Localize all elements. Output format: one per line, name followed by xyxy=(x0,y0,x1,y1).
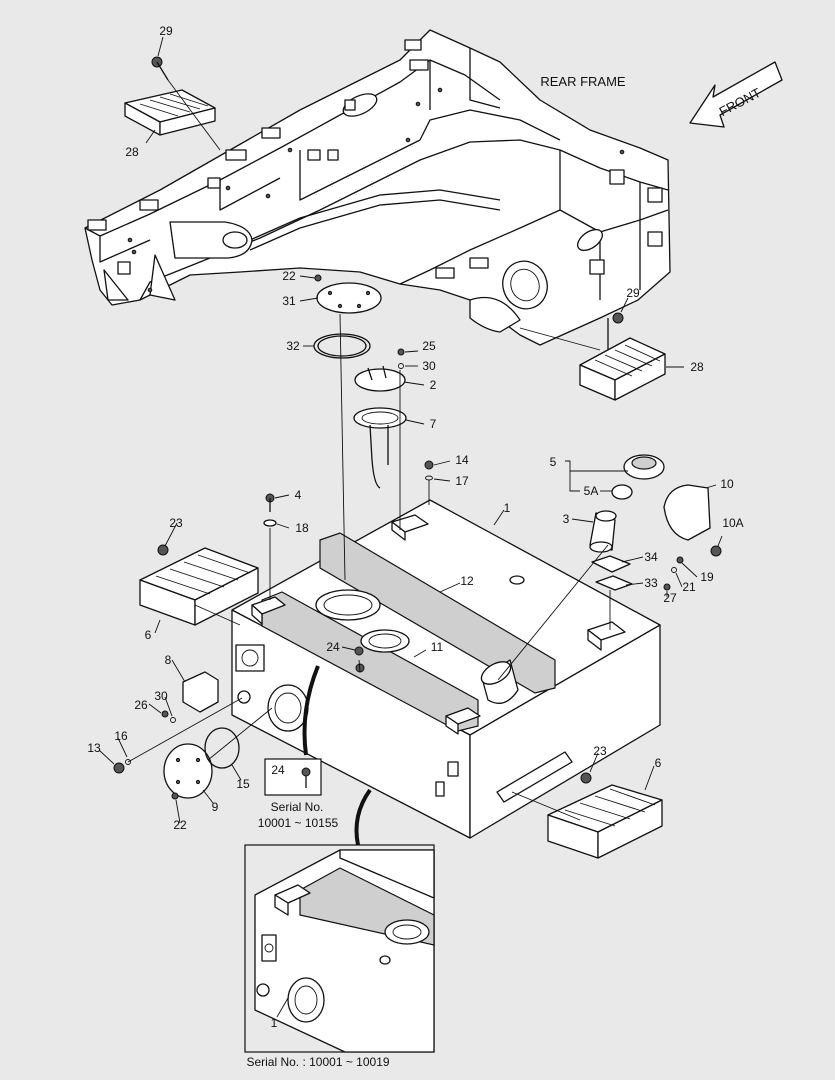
part-number-labels: 29 28 22 31 32 25 30 2 7 29 28 14 17 5 5… xyxy=(87,24,743,832)
part-label-16: 16 xyxy=(114,729,128,743)
part-label-29: 29 xyxy=(159,24,173,38)
leaders xyxy=(98,36,723,824)
part-label-29: 29 xyxy=(626,286,640,300)
part-label-5A: 5A xyxy=(584,484,599,498)
part-label-9: 9 xyxy=(212,800,219,814)
callout-part-label: 24 xyxy=(271,763,285,777)
part-label-10A: 10A xyxy=(722,516,743,530)
part-label-22: 22 xyxy=(173,818,187,832)
part-label-34: 34 xyxy=(644,550,658,564)
part-label-22: 22 xyxy=(282,269,296,283)
part-label-26: 26 xyxy=(134,698,148,712)
part-label-13: 13 xyxy=(87,741,101,755)
callout-serial-range: 10001 ~ 10155 xyxy=(258,816,339,830)
part-label-8: 8 xyxy=(165,653,172,667)
part-label-28: 28 xyxy=(690,360,704,374)
inset-detail: 1 Serial No. : 10001 ~ 10019 xyxy=(244,844,435,1069)
rear-frame xyxy=(84,29,671,346)
part-label-6: 6 xyxy=(655,756,662,770)
step-left-6 xyxy=(139,547,259,626)
fuel-tank xyxy=(231,499,661,839)
part-label-6: 6 xyxy=(145,628,152,642)
part-label-30: 30 xyxy=(422,359,436,373)
part-label-24: 24 xyxy=(326,640,340,654)
inset-part-label: 1 xyxy=(271,1016,278,1030)
part-label-19: 19 xyxy=(700,570,714,584)
part-label-32: 32 xyxy=(286,339,300,353)
part-label-21: 21 xyxy=(682,580,696,594)
small-parts xyxy=(113,56,722,800)
part-label-23: 23 xyxy=(169,516,183,530)
part-label-31: 31 xyxy=(282,294,296,308)
part-label-5: 5 xyxy=(550,455,557,469)
inset-serial-caption: Serial No. : 10001 ~ 10019 xyxy=(246,1055,389,1069)
part-label-2: 2 xyxy=(430,378,437,392)
front-direction-arrow: FRONT xyxy=(689,61,783,128)
part-label-12: 12 xyxy=(460,574,474,588)
part-label-23: 23 xyxy=(593,744,607,758)
serial-callout-small: 24 Serial No. 10001 ~ 10155 xyxy=(258,758,339,830)
part-label-7: 7 xyxy=(430,417,437,431)
part-label-14: 14 xyxy=(455,453,469,467)
assembly-lines xyxy=(127,79,611,846)
part-label-4: 4 xyxy=(295,488,302,502)
rear-frame-title: REAR FRAME xyxy=(540,74,626,89)
part-label-3: 3 xyxy=(563,512,570,526)
part-label-33: 33 xyxy=(644,576,658,590)
step-top-left xyxy=(124,89,216,136)
part-label-10: 10 xyxy=(720,477,734,491)
part-label-28: 28 xyxy=(125,145,139,159)
part-label-11: 11 xyxy=(431,640,444,654)
part-label-25: 25 xyxy=(422,339,436,353)
part-label-17: 17 xyxy=(455,474,469,488)
part-label-27: 27 xyxy=(663,591,677,605)
part-label-30: 30 xyxy=(154,689,168,703)
callout-serial-caption: Serial No. xyxy=(271,800,324,814)
part-label-18: 18 xyxy=(295,521,309,535)
step-right-28 xyxy=(579,337,666,401)
part-label-1: 1 xyxy=(504,501,511,515)
part-label-15: 15 xyxy=(236,777,250,791)
step-right-6 xyxy=(547,784,663,859)
